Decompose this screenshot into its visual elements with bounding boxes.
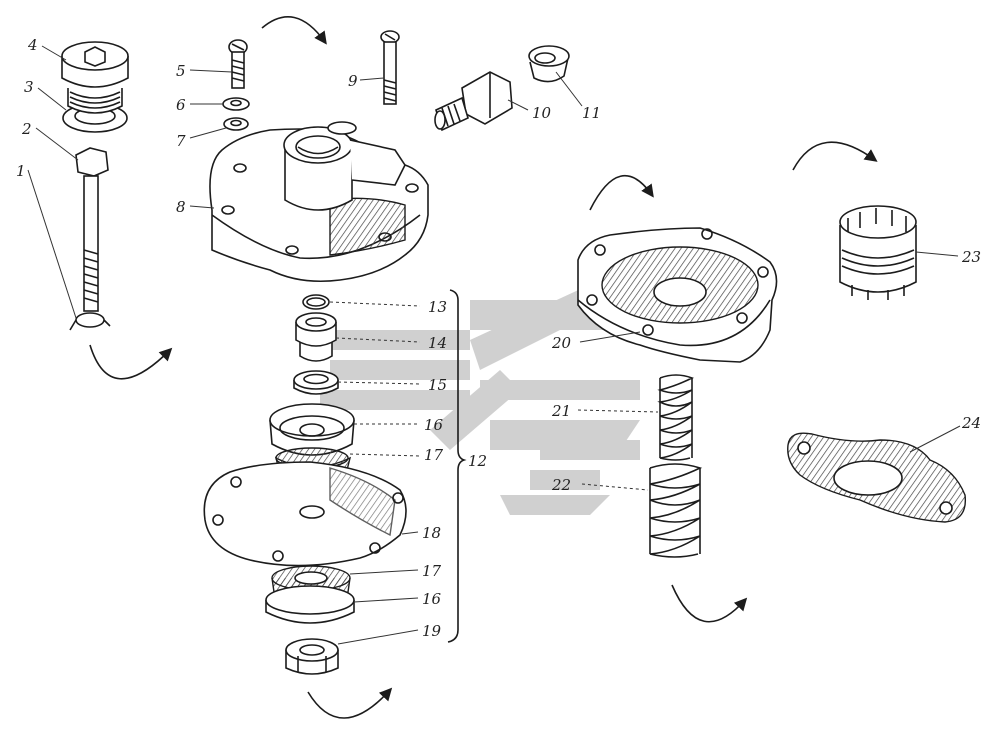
callout-22: 22 xyxy=(551,476,571,494)
fitting-10 xyxy=(434,71,513,132)
callout-3: 3 xyxy=(24,78,34,96)
callout-13: 13 xyxy=(428,298,447,316)
callout-24: 24 xyxy=(961,414,981,432)
callout-5: 5 xyxy=(176,62,186,80)
callout-8: 8 xyxy=(176,198,186,216)
nut-19 xyxy=(285,638,339,675)
callout-21: 21 xyxy=(551,402,571,420)
hex-plug-4 xyxy=(61,41,129,114)
callout-17-upper: 17 xyxy=(424,446,444,464)
rotation-arrows xyxy=(89,16,878,719)
callout-10: 10 xyxy=(532,104,552,122)
callout-23: 23 xyxy=(961,248,981,266)
callout-14: 14 xyxy=(428,334,447,352)
group-bracket-12 xyxy=(447,289,467,643)
valve-seat-14 xyxy=(295,312,337,362)
o-ring-13 xyxy=(302,294,330,310)
callout-4: 4 xyxy=(27,36,38,54)
long-bolt-2 xyxy=(75,147,109,312)
callout-12: 12 xyxy=(468,452,487,470)
washer-15 xyxy=(293,370,339,395)
spring-22 xyxy=(649,463,703,558)
slotted-nut-23 xyxy=(839,205,917,300)
callout-19: 19 xyxy=(422,622,442,640)
callout-9: 9 xyxy=(348,72,358,90)
cover-flange-20 xyxy=(577,227,778,363)
diaphragm-cup-16-lower xyxy=(265,585,355,624)
callout-15: 15 xyxy=(428,376,447,394)
callout-1: 1 xyxy=(16,162,26,180)
callout-20: 20 xyxy=(551,334,572,352)
callout-16-lower: 16 xyxy=(422,590,442,608)
leader-lines xyxy=(27,45,961,645)
callout-11: 11 xyxy=(582,104,601,122)
callout-18: 18 xyxy=(422,524,441,542)
callout-2: 2 xyxy=(21,120,32,138)
spring-21 xyxy=(657,374,694,461)
gasket-24 xyxy=(787,432,967,523)
callout-17-lower: 17 xyxy=(422,562,442,580)
callout-6: 6 xyxy=(176,96,186,114)
screw-9 xyxy=(380,30,400,105)
diaphragm-cup-16-upper xyxy=(269,403,355,456)
cap-11 xyxy=(528,45,570,83)
screw-5 xyxy=(228,39,248,89)
diaphragm-18 xyxy=(203,461,407,567)
cotter-pin-1 xyxy=(69,312,111,331)
callout-labels: 1 2 3 4 5 6 7 8 9 10 11 12 13 14 15 16 1… xyxy=(16,36,981,640)
callout-16-upper: 16 xyxy=(424,416,444,434)
washer-6 xyxy=(222,97,250,111)
callout-7: 7 xyxy=(176,132,186,150)
watermark-logo xyxy=(320,280,640,515)
housing-cover-8 xyxy=(209,121,429,283)
lock-washer-7 xyxy=(223,117,249,131)
